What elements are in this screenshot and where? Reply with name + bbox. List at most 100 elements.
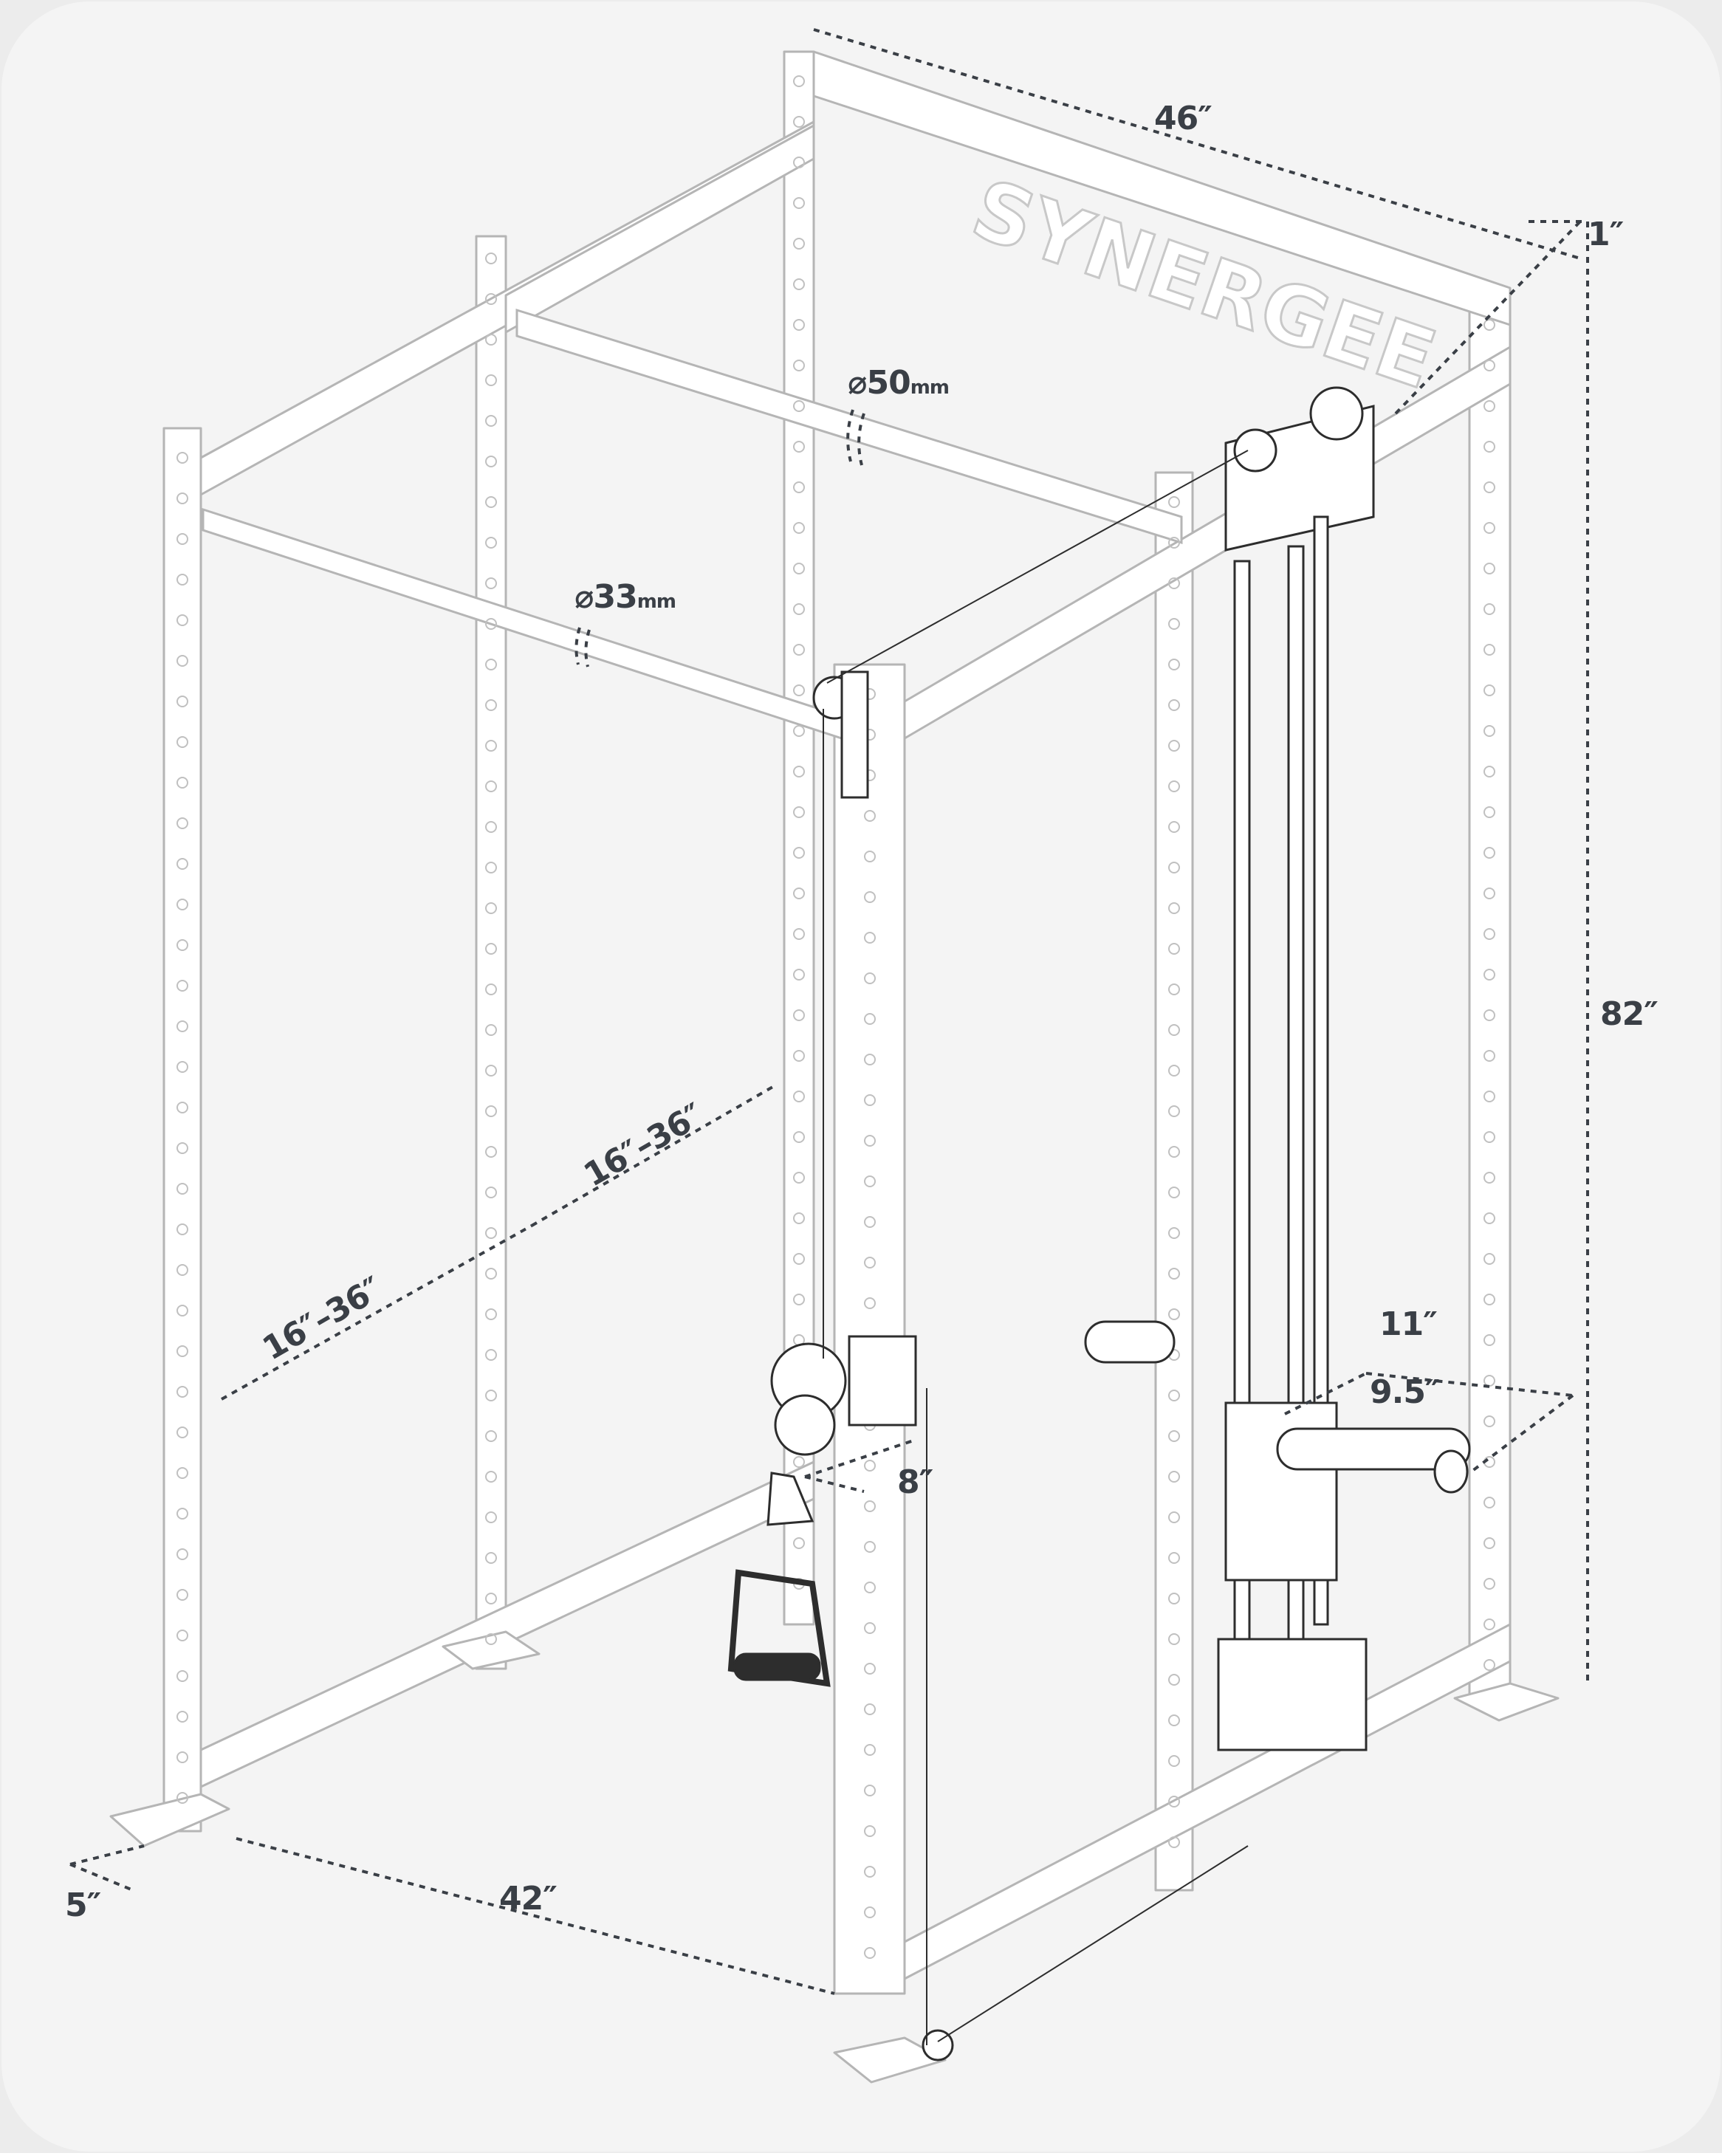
mounting-hole xyxy=(485,374,497,386)
mounting-hole xyxy=(176,1183,188,1195)
mounting-hole xyxy=(485,983,497,995)
mounting-hole xyxy=(485,699,497,711)
mounting-hole xyxy=(176,777,188,789)
dim-line-46 xyxy=(813,28,1581,260)
front-left-upright xyxy=(162,427,202,1833)
dim-line-1-a xyxy=(1394,220,1582,415)
mounting-hole xyxy=(793,157,805,168)
mounting-hole xyxy=(1168,1187,1180,1198)
mounting-hole xyxy=(485,1065,497,1077)
pullup-diameter-value: 50 xyxy=(866,364,911,402)
mounting-hole xyxy=(485,1471,497,1483)
dim-line-42 xyxy=(236,1837,835,1995)
mounting-hole xyxy=(1168,537,1180,549)
mounting-hole xyxy=(176,1427,188,1438)
mounting-hole xyxy=(793,1050,805,1062)
dim-label-foot-plate: 5″ xyxy=(65,1886,101,1924)
diameter-symbol: ⌀ xyxy=(848,364,867,402)
mounting-hole xyxy=(793,441,805,453)
dim-label-front-bar-diameter: ⌀33mm xyxy=(574,578,676,616)
mounting-hole xyxy=(176,1386,188,1398)
mounting-hole xyxy=(1168,821,1180,833)
mounting-hole xyxy=(793,116,805,128)
diameter-mark-50-b xyxy=(857,413,865,466)
foot-plate-front-left xyxy=(109,1793,230,1847)
mounting-hole xyxy=(793,400,805,412)
mounting-hole xyxy=(1168,983,1180,995)
mounting-hole xyxy=(176,574,188,586)
mounting-hole xyxy=(793,319,805,331)
mounting-hole xyxy=(793,1456,805,1468)
mounting-hole xyxy=(793,1253,805,1265)
mounting-hole xyxy=(793,1212,805,1224)
mounting-hole xyxy=(793,360,805,371)
mounting-hole xyxy=(793,1091,805,1102)
mounting-hole xyxy=(176,1345,188,1357)
center-front-upright xyxy=(833,663,906,1995)
dim-line-8-b xyxy=(804,1438,916,1478)
mounting-hole xyxy=(1483,1009,1495,1021)
dim-label-depth-bottom: 42″ xyxy=(499,1880,558,1918)
rear-weight-horn xyxy=(1084,1320,1176,1364)
mounting-hole xyxy=(1168,1836,1180,1848)
mounting-hole xyxy=(1168,902,1180,914)
mounting-hole xyxy=(176,980,188,992)
mounting-hole xyxy=(485,1227,497,1239)
mounting-hole xyxy=(1168,1633,1180,1645)
mounting-hole xyxy=(793,75,805,87)
mounting-hole xyxy=(1168,1714,1180,1726)
mounting-hole xyxy=(793,1009,805,1021)
mounting-hole xyxy=(793,1294,805,1305)
mounting-hole xyxy=(485,1390,497,1401)
mounting-hole xyxy=(1168,1796,1180,1807)
mounting-hole xyxy=(485,1349,497,1361)
mounting-hole xyxy=(1483,928,1495,940)
mounting-hole xyxy=(793,1537,805,1549)
mounting-hole xyxy=(864,1744,876,1756)
mounting-hole xyxy=(1483,1172,1495,1184)
mounting-hole xyxy=(864,1094,876,1106)
mounting-hole xyxy=(176,655,188,667)
mounting-hole xyxy=(485,1105,497,1117)
mounting-hole xyxy=(793,1131,805,1143)
mounting-hole xyxy=(1168,1755,1180,1767)
mounting-hole xyxy=(176,1020,188,1032)
mounting-hole xyxy=(176,492,188,504)
mounting-hole xyxy=(793,278,805,290)
mounting-hole xyxy=(1168,1308,1180,1320)
mounting-hole xyxy=(793,563,805,574)
mounting-hole xyxy=(864,1135,876,1147)
mounting-hole xyxy=(485,293,497,305)
mounting-hole xyxy=(864,1622,876,1634)
mounting-hole xyxy=(1168,780,1180,792)
mounting-hole xyxy=(793,806,805,818)
mounting-hole xyxy=(1168,1227,1180,1239)
mounting-hole xyxy=(1168,496,1180,508)
mounting-hole xyxy=(864,1054,876,1065)
mounting-hole xyxy=(1168,699,1180,711)
mounting-hole xyxy=(485,1146,497,1158)
foot-plate-front-center xyxy=(833,2036,947,2084)
top-pulley-wheel-2 xyxy=(1233,428,1277,473)
mounting-hole xyxy=(864,1297,876,1309)
mounting-hole xyxy=(864,1460,876,1472)
mounting-hole xyxy=(864,1785,876,1796)
mounting-hole xyxy=(793,888,805,899)
mounting-hole xyxy=(1483,1537,1495,1549)
mounting-hole xyxy=(1483,806,1495,818)
mounting-hole xyxy=(1483,1212,1495,1224)
mounting-hole xyxy=(864,1500,876,1512)
mounting-hole xyxy=(176,1223,188,1235)
mounting-hole xyxy=(485,1593,497,1604)
bottom-left-rail xyxy=(199,1460,815,1788)
mounting-hole xyxy=(864,810,876,822)
mounting-hole xyxy=(793,481,805,493)
mounting-hole xyxy=(176,533,188,545)
mounting-hole xyxy=(864,891,876,903)
diameter-mark-33-b xyxy=(584,629,591,667)
mounting-hole xyxy=(1168,1471,1180,1483)
rear-right-upright xyxy=(783,50,815,1626)
mounting-hole xyxy=(864,1216,876,1228)
mounting-hole xyxy=(1168,1065,1180,1077)
